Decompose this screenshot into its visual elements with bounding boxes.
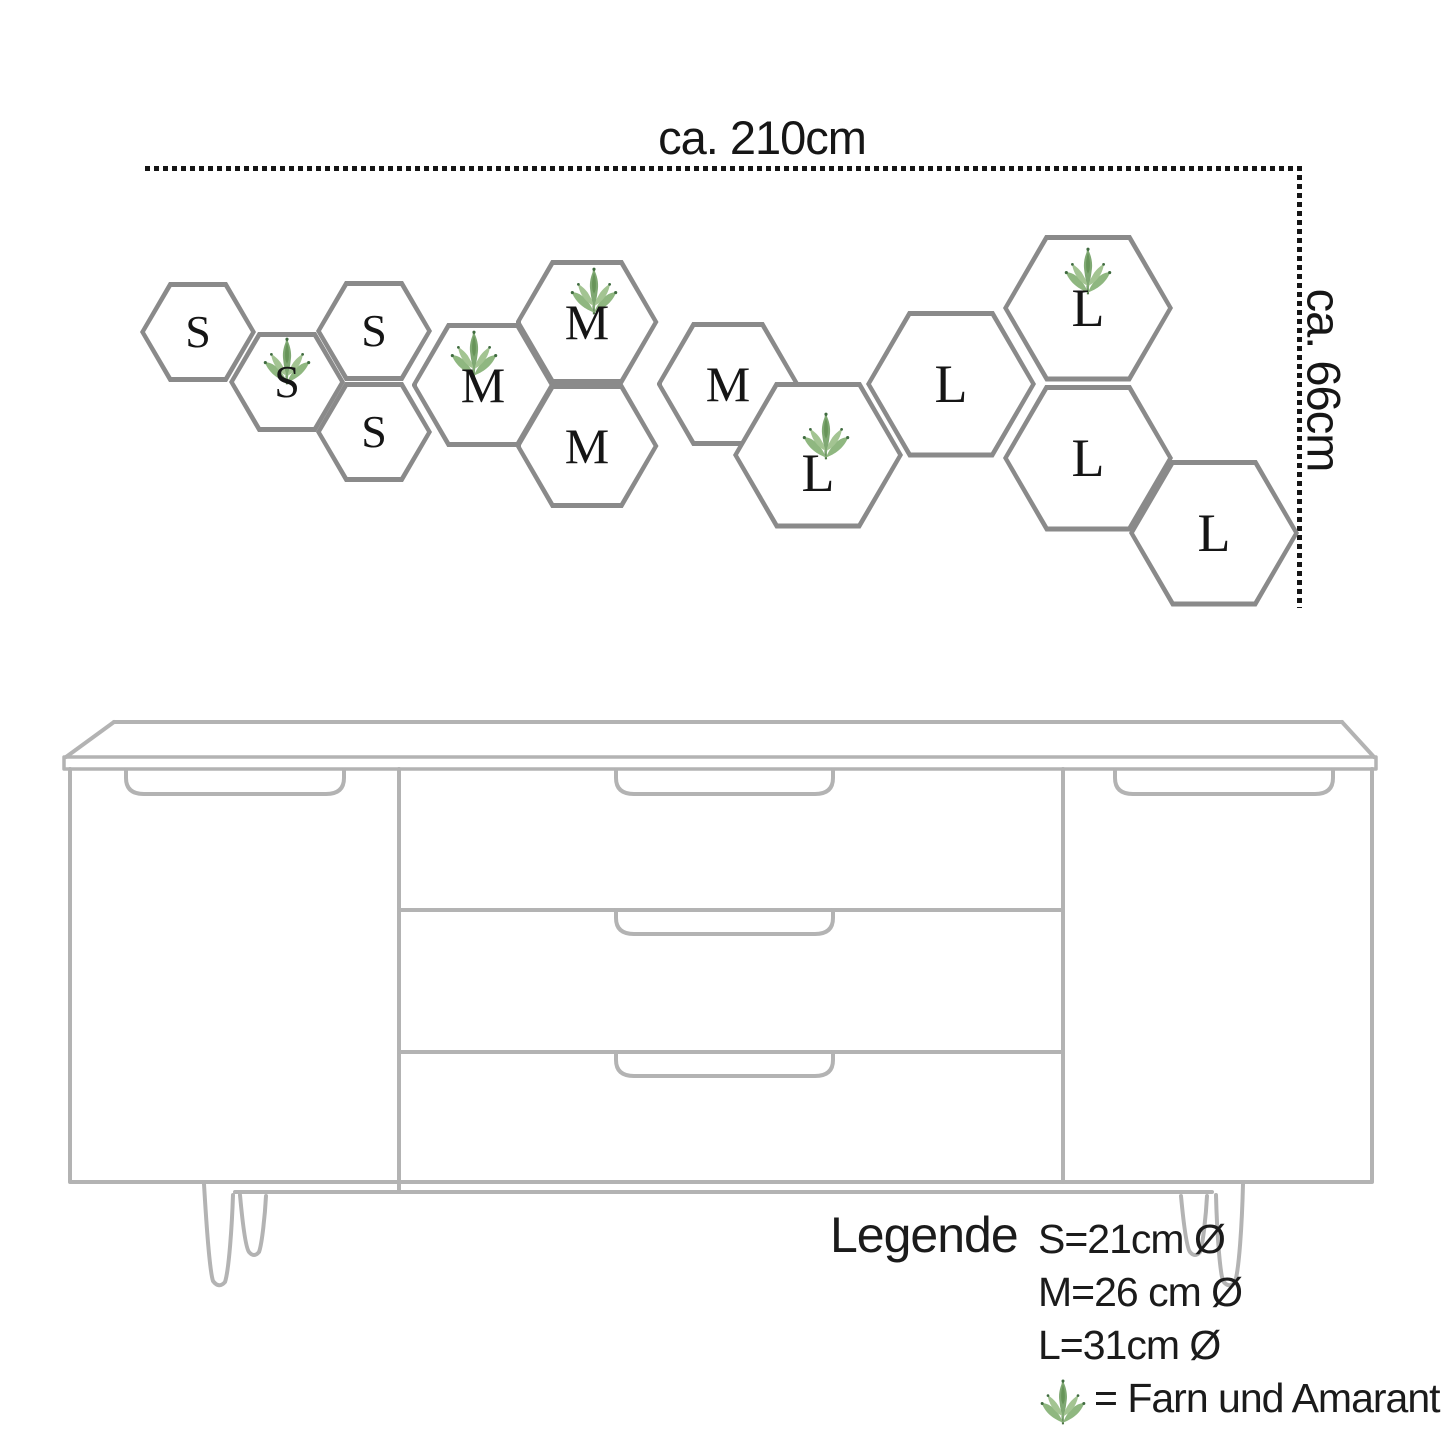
hexagon-size-label: L — [1197, 503, 1231, 563]
hexagon-s: S — [316, 281, 432, 381]
hexagon-size-label: M — [564, 294, 610, 350]
hexagon-fill — [871, 315, 1031, 453]
hexagon-size-label: M — [460, 357, 506, 413]
fern-icon — [568, 262, 620, 318]
hexagon-s: S — [140, 282, 256, 382]
width-dimension-label: ca. 210cm — [658, 111, 867, 164]
hexagon-m: M — [411, 323, 555, 447]
hexagon-size-label: M — [564, 418, 610, 474]
legend-entries: S=21cm Ø M=26 cm Ø L=31cm Ø = Farn und A… — [1038, 1210, 1441, 1425]
hexagon-l: L — [1003, 234, 1173, 382]
fern-icon — [448, 325, 500, 381]
fern-icon — [1038, 1376, 1088, 1426]
legend-title: Legende — [830, 1207, 1019, 1263]
hexagon-size-label: L — [801, 443, 835, 503]
legend-entry-fern: = Farn und Amarant — [1038, 1369, 1441, 1425]
hexagon-size-label: L — [1071, 278, 1105, 338]
fern-icon — [261, 332, 313, 388]
hexagon-l: L — [733, 381, 903, 529]
legend-entry-s: S=21cm Ø — [1038, 1215, 1226, 1262]
legend-entry-l: L=31cm Ø — [1038, 1321, 1221, 1368]
hexagon-size-label: S — [185, 306, 211, 357]
hexagon-s: S — [229, 332, 345, 432]
hexagon-l: L — [1129, 459, 1299, 607]
hexagon-l: L — [866, 310, 1036, 458]
hexagon-size-label: L — [1071, 428, 1105, 488]
height-dimension-line — [1297, 166, 1302, 608]
legend-entry-m: M=26 cm Ø — [1038, 1268, 1243, 1315]
hexagon-fill — [145, 287, 251, 377]
hexagon-fill — [520, 389, 654, 503]
width-dimension-line — [145, 166, 1303, 171]
hexagon-m: M — [515, 384, 659, 508]
hexagon-s: S — [316, 382, 432, 482]
hexagon-fill — [738, 386, 898, 524]
legend-fern-label: = Farn und Amarant — [1094, 1374, 1441, 1421]
hexagon-size-label: S — [361, 406, 387, 457]
fern-icon — [800, 407, 852, 463]
fern-icon — [1062, 242, 1114, 298]
hexagon-m: M — [515, 260, 659, 384]
hexagon-fill — [520, 265, 654, 379]
hexagon-size-label: S — [274, 356, 300, 407]
hexagon-size-label: S — [361, 305, 387, 356]
hexagon-size-label: M — [705, 356, 751, 412]
hexagon-size-label: L — [934, 354, 968, 414]
